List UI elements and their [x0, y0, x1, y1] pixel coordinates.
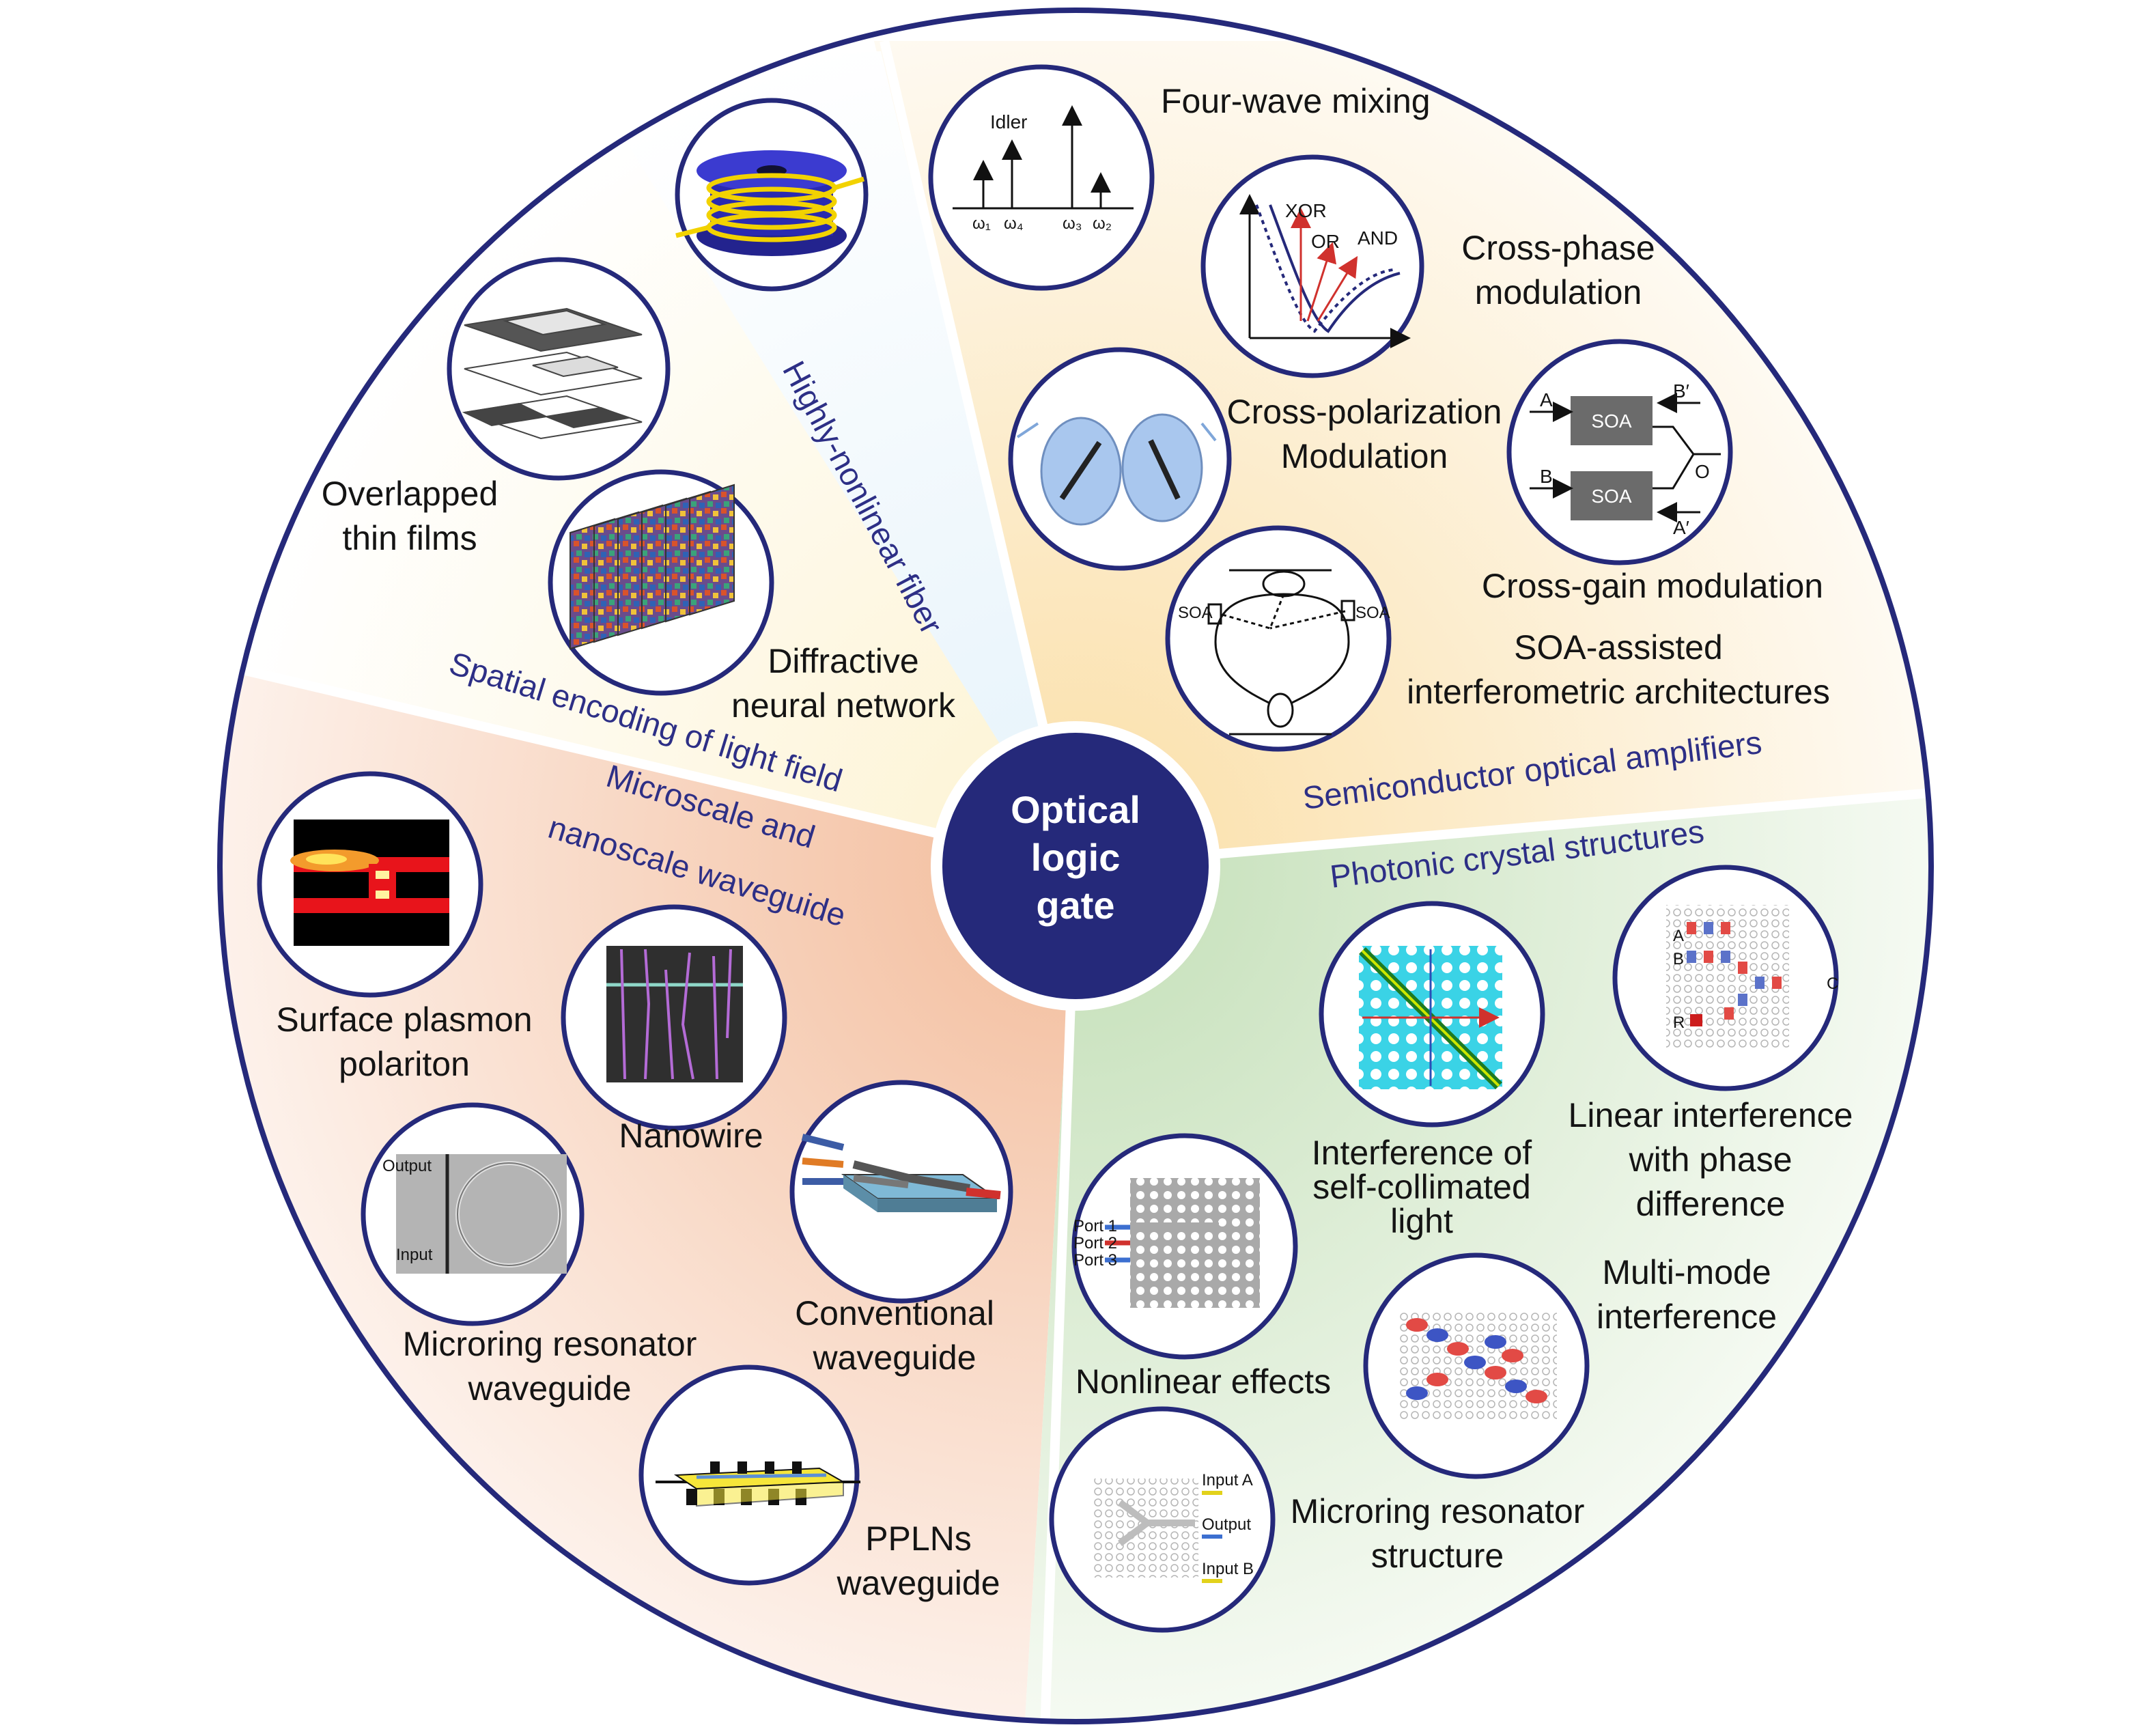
- label-films-line1: Overlapped: [322, 475, 498, 513]
- label-lin-line3: difference: [1636, 1185, 1786, 1223]
- inset-soa-interferometer: SOA SOA: [1165, 525, 1392, 752]
- label-xpm-line2: modulation: [1475, 273, 1642, 311]
- label-dnn-line2: neural network: [731, 686, 956, 725]
- inset-xpolm: [1008, 347, 1232, 571]
- label-mrr-s-line1: Microring resonator: [1291, 1492, 1585, 1530]
- label-ppln-line1: PPLNs: [865, 1520, 972, 1558]
- mrr-wg-input: Input: [396, 1246, 433, 1264]
- inset-microring-wg: Output Input: [361, 1102, 585, 1326]
- outer-ring: [217, 8, 1934, 1724]
- inset-conventional-wg: [789, 1080, 1013, 1304]
- label-mrr-wg-line1: Microring resonator: [403, 1325, 697, 1363]
- inset-microring-structure: Input A Output Input B: [1049, 1406, 1276, 1633]
- fwm-idler-label: Idler: [990, 111, 1027, 132]
- label-conv-line2: waveguide: [812, 1339, 976, 1377]
- inset-xpm: XOR OR AND: [1200, 154, 1424, 378]
- xpm-and: AND: [1358, 227, 1398, 249]
- label-mrr-wg-line2: waveguide: [467, 1369, 631, 1408]
- xgm-b-prime: B′: [1673, 380, 1689, 402]
- xpm-or: OR: [1311, 231, 1340, 252]
- xgm-a-prime: A′: [1673, 517, 1689, 538]
- xgm-o: O: [1695, 461, 1710, 482]
- nonlin-port1: Port 1: [1073, 1217, 1117, 1235]
- label-ppln-line2: waveguide: [836, 1564, 1000, 1602]
- lin-b: B: [1673, 950, 1684, 968]
- xgm-a: A: [1540, 389, 1553, 410]
- inset-diffractive-nn: [548, 469, 774, 696]
- mrr-s-input-b: Input B: [1202, 1560, 1254, 1578]
- inset-self-collimated: [1319, 901, 1545, 1128]
- xgm-soa2: SOA: [1591, 486, 1631, 507]
- label-xpm-line1: Cross-phase: [1461, 229, 1655, 267]
- xgm-b: B: [1540, 466, 1553, 487]
- soa-interf-left: SOA: [1178, 604, 1213, 622]
- center-title-line1: Optical: [1011, 788, 1140, 831]
- center-title-line3: gate: [1036, 884, 1114, 927]
- label-mmi-line1: Multi-mode: [1602, 1253, 1771, 1291]
- xgm-soa1: SOA: [1591, 410, 1631, 432]
- label-scl-line2: self-collimated: [1312, 1168, 1531, 1206]
- label-dnn-line1: Diffractive: [768, 642, 918, 680]
- inset-ppln-wg: [638, 1364, 860, 1586]
- inset-mmi: [1363, 1252, 1590, 1479]
- inset-four-wave-mixing: Idler ω₁ ω₄ ω₃ ω₂: [928, 64, 1155, 291]
- label-lin-line2: with phase: [1628, 1140, 1792, 1179]
- center-badge: Optical logic gate: [931, 721, 1220, 1011]
- label-spp-line2: polariton: [339, 1045, 470, 1083]
- label-xpolm-line2: Modulation: [1281, 437, 1448, 475]
- label-conv-line1: Conventional: [795, 1294, 994, 1332]
- label-xpolm-line1: Cross-polarization: [1227, 393, 1502, 431]
- inset-xgm: SOA SOA A B B′ A′ O: [1506, 339, 1733, 565]
- fwm-w4: ω₄: [1004, 214, 1024, 233]
- fwm-w1: ω₁: [972, 214, 991, 233]
- label-xgm: Cross-gain modulation: [1482, 567, 1823, 605]
- label-lin-line1: Linear interference: [1569, 1096, 1853, 1134]
- fwm-w3: ω₃: [1063, 214, 1082, 233]
- inset-hnlf-spool: [675, 98, 869, 292]
- fwm-w2: ω₂: [1093, 214, 1112, 233]
- nonlin-port3: Port 3: [1073, 1251, 1117, 1270]
- label-mmi-line2: interference: [1597, 1298, 1777, 1336]
- inset-thin-films: [447, 257, 671, 481]
- lin-c: C: [1827, 975, 1838, 993]
- label-spp-line1: Surface plasmon: [276, 1000, 532, 1039]
- label-nanowire: Nanowire: [619, 1117, 763, 1155]
- inset-linear-interference: A B C R: [1612, 865, 1839, 1091]
- label-soa-interf-line1: SOA-assisted: [1514, 628, 1723, 667]
- center-title-line2: logic: [1031, 836, 1121, 879]
- inset-spp: [257, 771, 483, 998]
- label-scl-line1: Interference of: [1312, 1134, 1532, 1172]
- mrr-s-input-a: Input A: [1202, 1471, 1253, 1489]
- label-soa-interf-line2: interferometric architectures: [1407, 673, 1830, 711]
- nonlin-port2: Port 2: [1073, 1234, 1117, 1252]
- label-nonlin: Nonlinear effects: [1076, 1362, 1331, 1401]
- mrr-wg-output: Output: [382, 1157, 432, 1175]
- soa-interf-right: SOA: [1355, 604, 1390, 622]
- xpm-xor: XOR: [1285, 200, 1327, 221]
- label-fwm: Four-wave mixing: [1161, 82, 1431, 120]
- mrr-s-output: Output: [1202, 1515, 1251, 1534]
- inset-nonlinear-effects: Port 1 Port 2 Port 3: [1071, 1133, 1298, 1360]
- label-films-line2: thin films: [342, 519, 477, 557]
- lin-r: R: [1673, 1013, 1685, 1032]
- inset-nanowire: [561, 904, 787, 1131]
- label-mrr-s-line2: structure: [1371, 1537, 1504, 1575]
- label-scl-line3: light: [1390, 1202, 1453, 1240]
- lin-a: A: [1673, 927, 1684, 945]
